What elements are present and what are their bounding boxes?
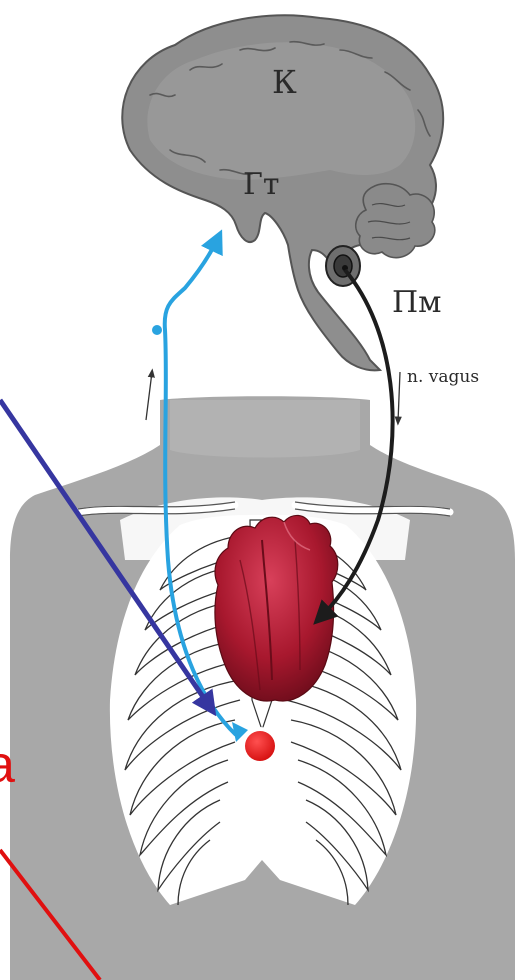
- label-cortex: К: [272, 63, 297, 101]
- label-medulla: Пм: [392, 285, 442, 320]
- label-left-cut-letter: а: [0, 736, 15, 794]
- up-direction-arrow: [146, 372, 152, 420]
- label-vagus: n. vagus: [407, 367, 479, 387]
- afferent-ganglion: [152, 325, 162, 335]
- label-hypothalamus: Гт: [243, 167, 279, 202]
- down-direction-arrow: [398, 372, 400, 422]
- cerebellum: [356, 184, 435, 258]
- heart-icon: [215, 515, 338, 701]
